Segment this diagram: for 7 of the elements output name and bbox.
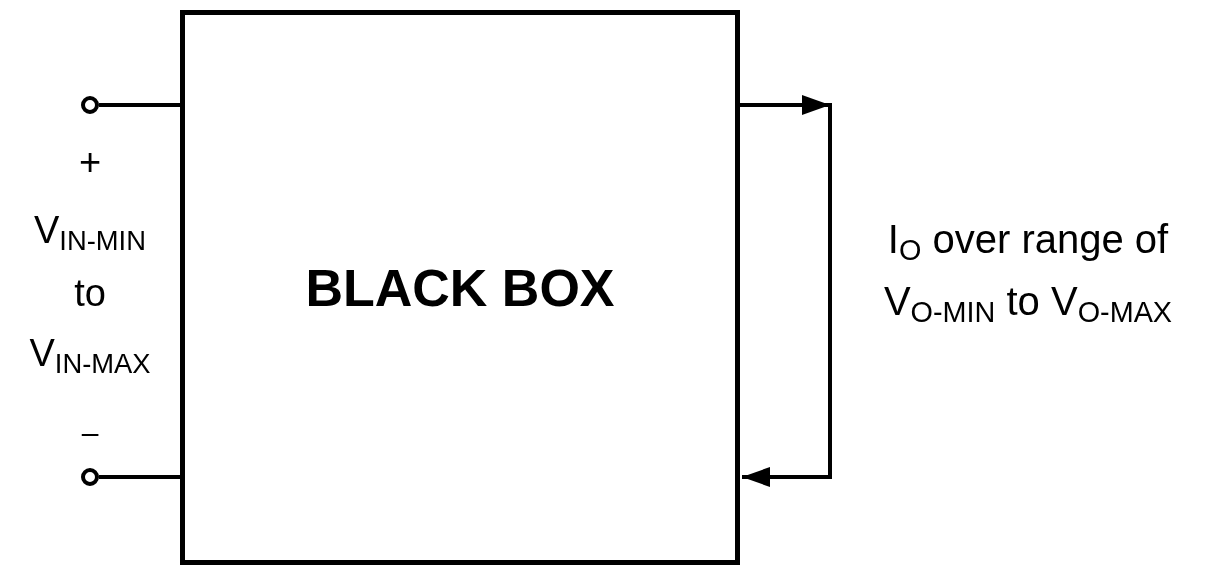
input-voltage-range-label: V$_{IN-MIN}$ to V$_{IN-MAX}$: [28, 208, 152, 382]
terminal-circle: [81, 96, 99, 114]
output-current-label: I$_{O}$ over range of V$_{O-MIN}$ to V$_{O-MAX}$: [882, 216, 1174, 331]
plus-sign: +: [77, 140, 103, 185]
minus-sign: –: [80, 415, 100, 451]
block-box: BLACK BOX: [180, 10, 740, 565]
terminal-circle: [81, 468, 99, 486]
